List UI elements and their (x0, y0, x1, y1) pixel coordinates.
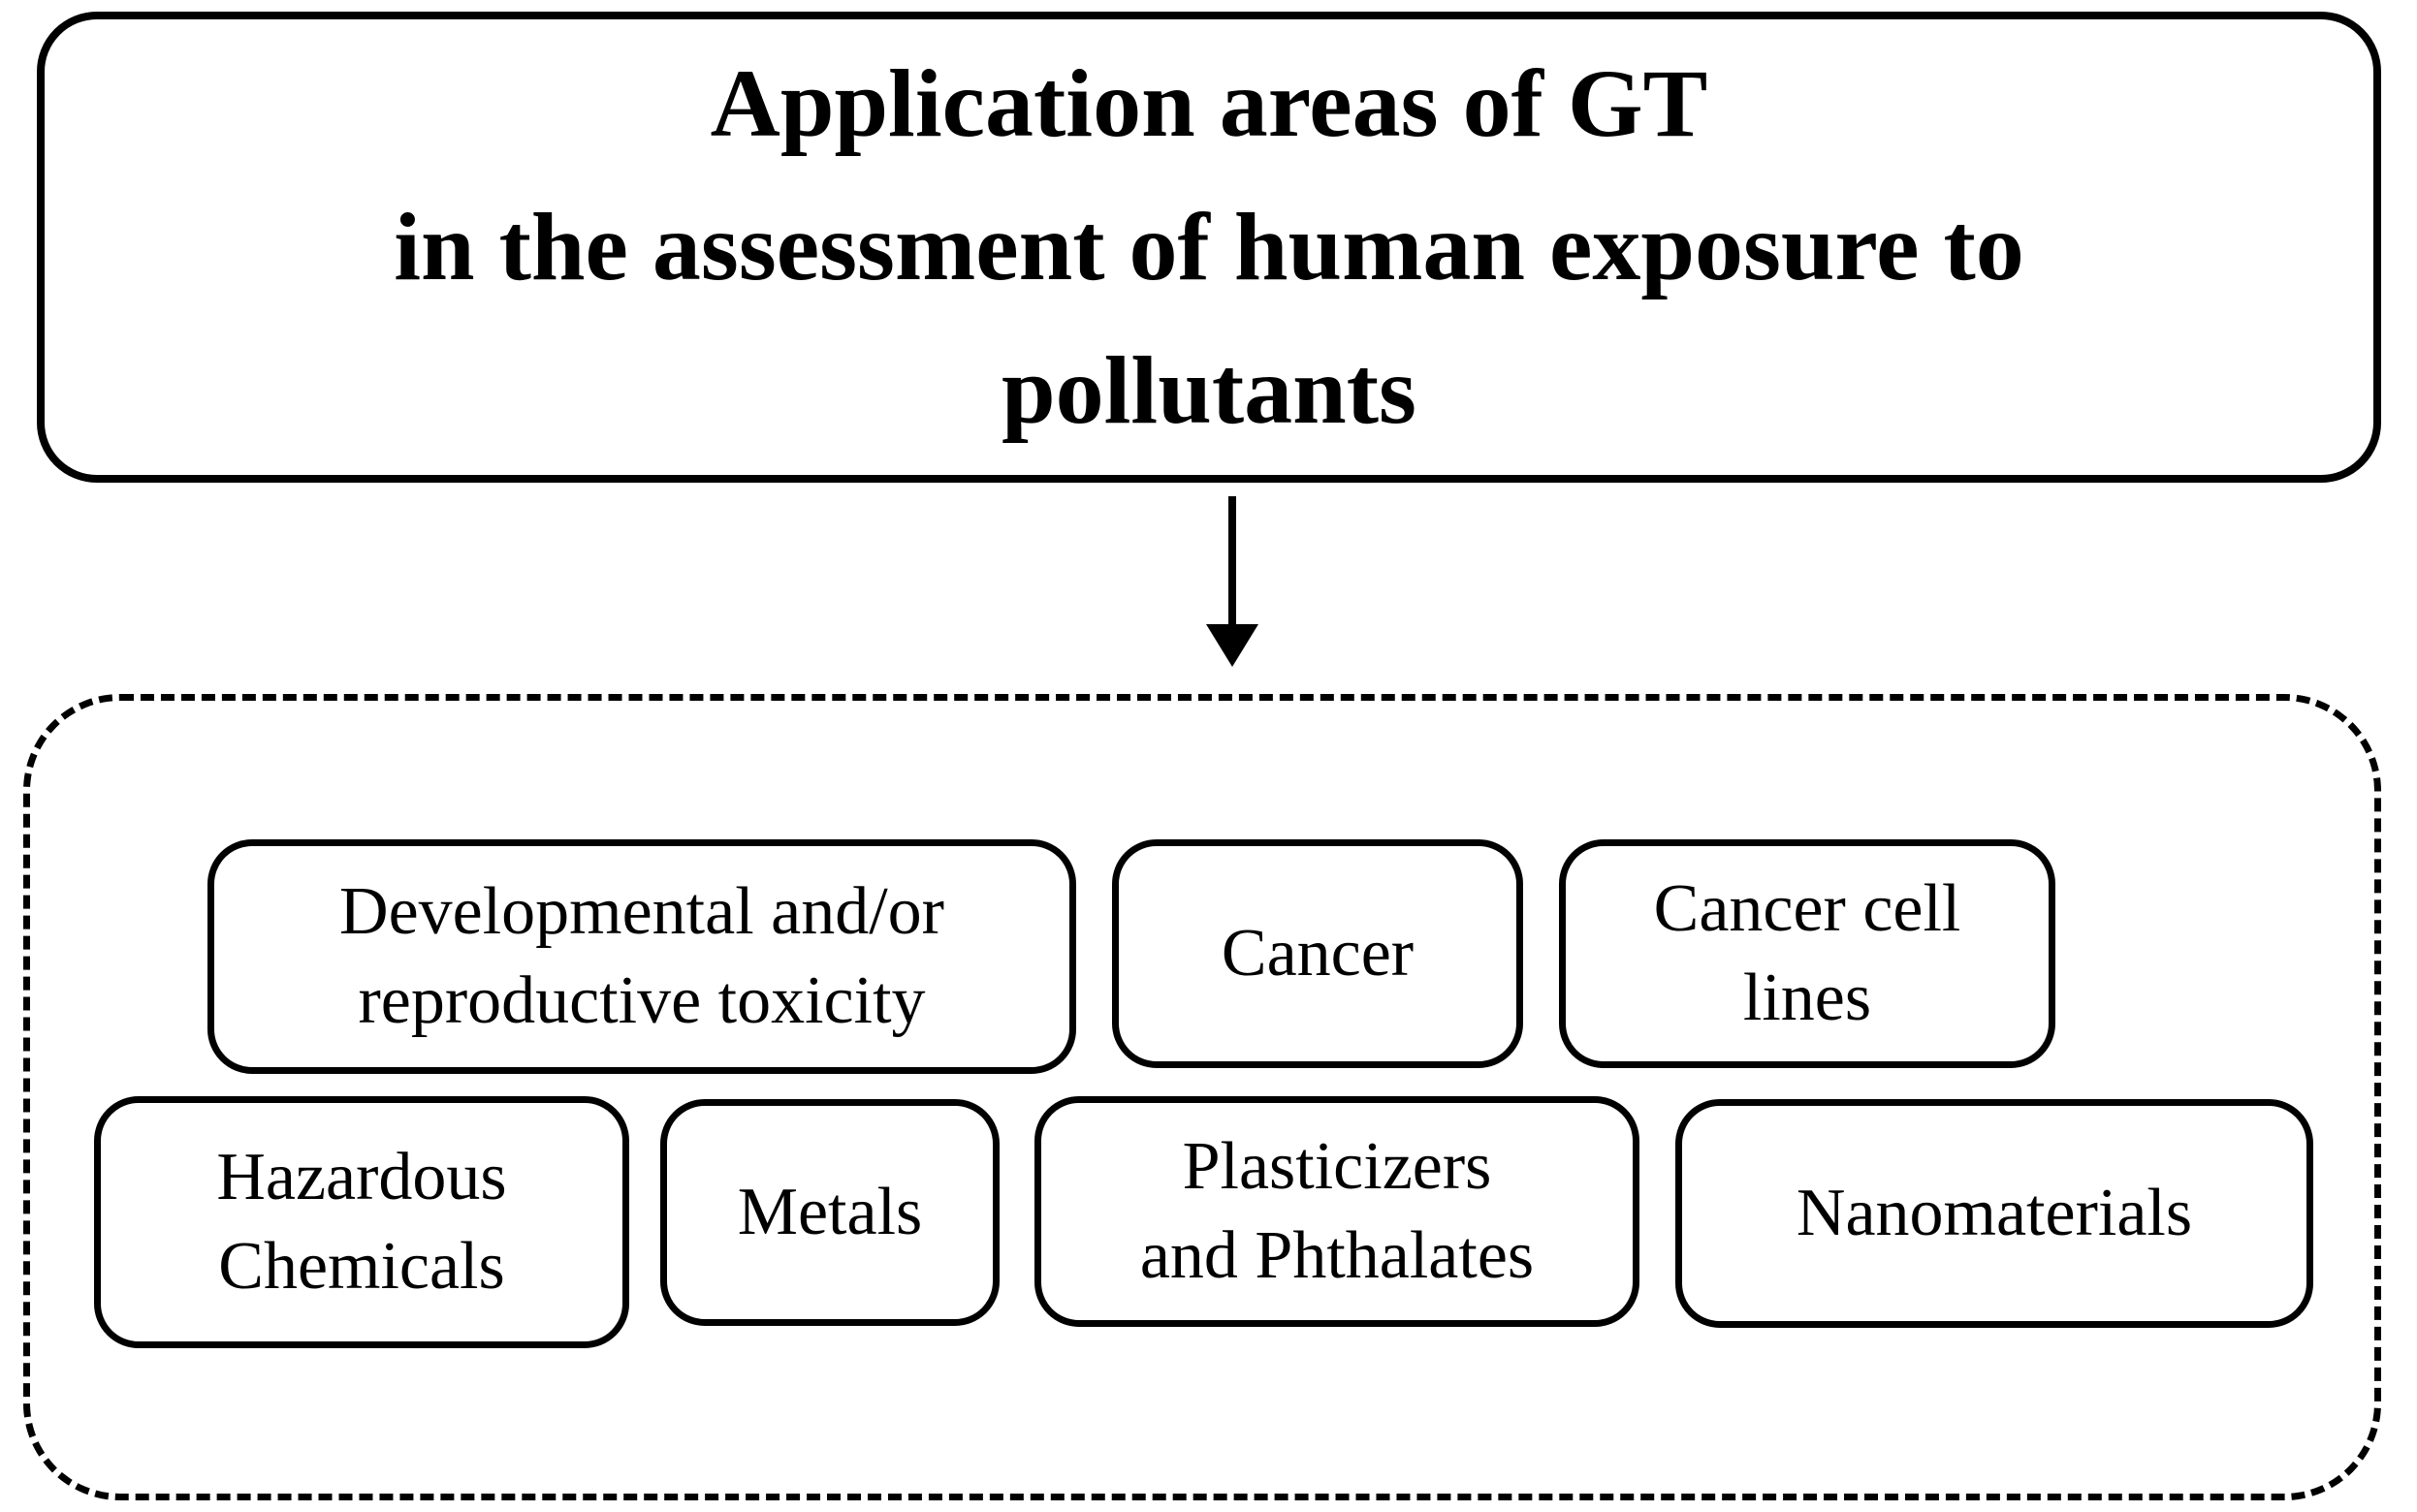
title-line-3: pollutants (1002, 336, 1416, 444)
title-line-2: in the assessment of human exposure to (394, 193, 2024, 300)
area-box-nanomaterials: Nanomaterials (1675, 1099, 2313, 1328)
area-box-hazardous-chemicals: Hazardous Chemicals (94, 1096, 629, 1348)
title-line-1: Application areas of GT (710, 49, 1708, 157)
down-arrow-icon (1206, 496, 1258, 667)
area-box-metals: Metals (660, 1099, 1000, 1326)
area-box-plasticizers-phthalates: Plasticizers and Phthalates (1034, 1096, 1639, 1327)
area-box-developmental-reproductive-toxicity: Developmental and/or reproductive toxici… (207, 839, 1076, 1074)
title-box: Application areas of GT in the assessmen… (37, 12, 2381, 483)
area-box-cancer-cell-lines: Cancer cell lines (1559, 839, 2055, 1068)
down-arrow-shaft (1228, 496, 1236, 624)
down-arrow-head (1206, 624, 1258, 667)
area-box-cancer: Cancer (1112, 839, 1523, 1068)
